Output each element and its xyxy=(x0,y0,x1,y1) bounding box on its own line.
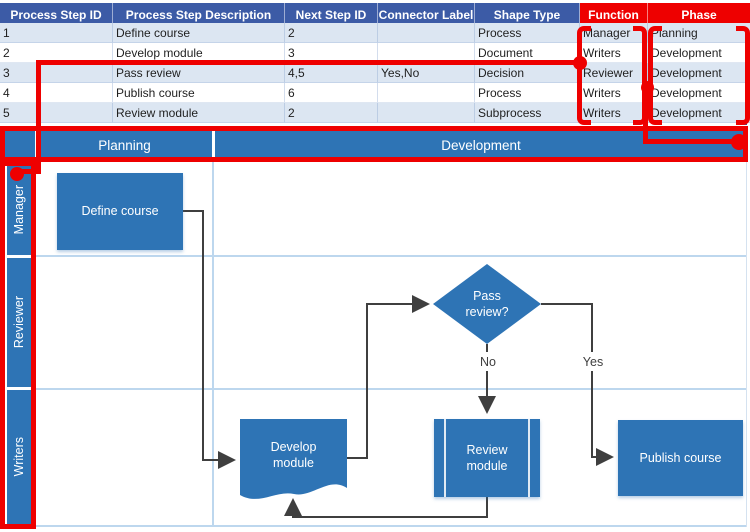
phase-label: Development xyxy=(441,137,521,153)
diagram-bottom-border xyxy=(31,525,747,527)
function-column-bracket-left xyxy=(577,26,591,125)
table-cell-r4-c5[interactable]: Process xyxy=(475,83,580,103)
table-cell-r5-c3[interactable]: 2 xyxy=(285,103,378,123)
connector-pass-yes-to-publish[interactable] xyxy=(541,303,614,466)
phase-header-development[interactable]: Development xyxy=(215,131,747,159)
function-column-bracket-right xyxy=(633,26,647,125)
column-header-shape-type[interactable]: Shape Type xyxy=(475,3,580,26)
table-cell-r4-c2[interactable]: Publish course xyxy=(113,83,285,103)
connector-define-to-develop[interactable] xyxy=(183,210,236,469)
phase-column-bracket-left xyxy=(648,26,662,125)
table-cell-r1-c3[interactable]: 2 xyxy=(285,23,378,43)
column-header-connector-label[interactable]: Connector Label xyxy=(378,3,475,26)
phase-header-planning[interactable]: Planning xyxy=(37,131,212,159)
shape-label: Define course xyxy=(81,204,159,219)
column-header-process-step-id[interactable]: Process Step ID xyxy=(0,3,113,26)
subprocess-shape-review-module[interactable]: Review module xyxy=(434,419,540,497)
table-cell-r5-c1[interactable]: 5 xyxy=(0,103,113,123)
table-cell-r4-c7[interactable]: Development xyxy=(648,83,750,103)
connector-label-yes[interactable]: Yes xyxy=(576,352,610,371)
column-header-function[interactable]: Function xyxy=(580,3,648,26)
lane-divider-line xyxy=(31,255,747,257)
lane-header-writers[interactable]: Writers xyxy=(7,390,31,524)
table-cell-r2-c5[interactable]: Document xyxy=(475,43,580,63)
table-cell-r2-c6[interactable]: Writers xyxy=(580,43,648,63)
table-cell-r5-c2[interactable]: Review module xyxy=(113,103,285,123)
table-cell-r3-c5[interactable]: Decision xyxy=(475,63,580,83)
table-cell-r5-c7[interactable]: Development xyxy=(648,103,750,123)
phase-map-dot xyxy=(641,81,654,94)
function-map-line-stub xyxy=(16,169,41,174)
lane-header-reviewer[interactable]: Reviewer xyxy=(7,258,31,387)
shape-label-develop-module[interactable]: Develop module xyxy=(270,439,317,470)
table-cell-r5-c4[interactable] xyxy=(378,103,475,123)
phase-divider-line xyxy=(212,159,214,527)
lane-column-highlight-box xyxy=(0,161,36,529)
document-shape-develop-module[interactable] xyxy=(240,419,347,499)
table-cell-r1-c2[interactable]: Define course xyxy=(113,23,285,43)
shape-label: Review module xyxy=(466,442,508,473)
table-cell-r5-c5[interactable]: Subprocess xyxy=(475,103,580,123)
table-cell-r3-c4[interactable]: Yes,No xyxy=(378,63,475,83)
table-cell-r3-c2[interactable]: Pass review xyxy=(113,63,285,83)
function-map-line-horizontal xyxy=(39,60,580,65)
table-cell-r4-c4[interactable] xyxy=(378,83,475,103)
shape-label: Publish course xyxy=(639,450,722,465)
table-cell-r1-c1[interactable]: 1 xyxy=(0,23,113,43)
phase-column-bracket-right xyxy=(736,26,750,125)
decision-shape-pass-review[interactable] xyxy=(433,264,541,344)
table-cell-r1-c7[interactable]: Planning xyxy=(648,23,750,43)
table-cell-r3-c6[interactable]: Reviewer xyxy=(580,63,648,83)
table-cell-r3-c1[interactable]: 3 xyxy=(0,63,113,83)
phase-map-line-vertical xyxy=(643,84,648,143)
lane-divider-line xyxy=(31,388,747,390)
connector-review-to-develop[interactable] xyxy=(284,497,488,518)
connector-label-no[interactable]: No xyxy=(474,352,502,371)
process-shape-define-course[interactable]: Define course xyxy=(57,173,183,250)
table-cell-r3-c7[interactable]: Development xyxy=(648,63,750,83)
table-cell-r4-c3[interactable]: 6 xyxy=(285,83,378,103)
process-shape-publish-course[interactable]: Publish course xyxy=(618,420,743,496)
phase-label: Planning xyxy=(98,137,151,153)
table-cell-r1-c6[interactable]: Manager xyxy=(580,23,648,43)
diagram-right-border xyxy=(746,159,747,527)
table-cell-r1-c5[interactable]: Process xyxy=(475,23,580,43)
table-cell-r5-c6[interactable]: Writers xyxy=(580,103,648,123)
column-header-process-step-description[interactable]: Process Step Description xyxy=(113,3,285,26)
phase-bar-highlight-box xyxy=(0,126,748,162)
table-cell-r4-c1[interactable]: 4 xyxy=(0,83,113,103)
column-header-next-step-id[interactable]: Next Step ID xyxy=(285,3,378,26)
lane-column-dot xyxy=(10,167,24,181)
function-map-line-vertical xyxy=(36,60,41,174)
connector-develop-to-pass[interactable] xyxy=(347,295,430,459)
phase-bar-corner-cell[interactable] xyxy=(5,131,35,159)
phase-map-line-horizontal xyxy=(643,139,737,144)
function-map-dot xyxy=(573,56,587,70)
column-header-phase[interactable]: Phase xyxy=(648,3,750,26)
table-cell-r2-c7[interactable]: Development xyxy=(648,43,750,63)
shape-label-pass-review[interactable]: Pass review? xyxy=(465,288,509,319)
table-cell-r3-c3[interactable]: 4,5 xyxy=(285,63,378,83)
table-cell-r1-c4[interactable] xyxy=(378,23,475,43)
table-cell-r4-c6[interactable]: Writers xyxy=(580,83,648,103)
